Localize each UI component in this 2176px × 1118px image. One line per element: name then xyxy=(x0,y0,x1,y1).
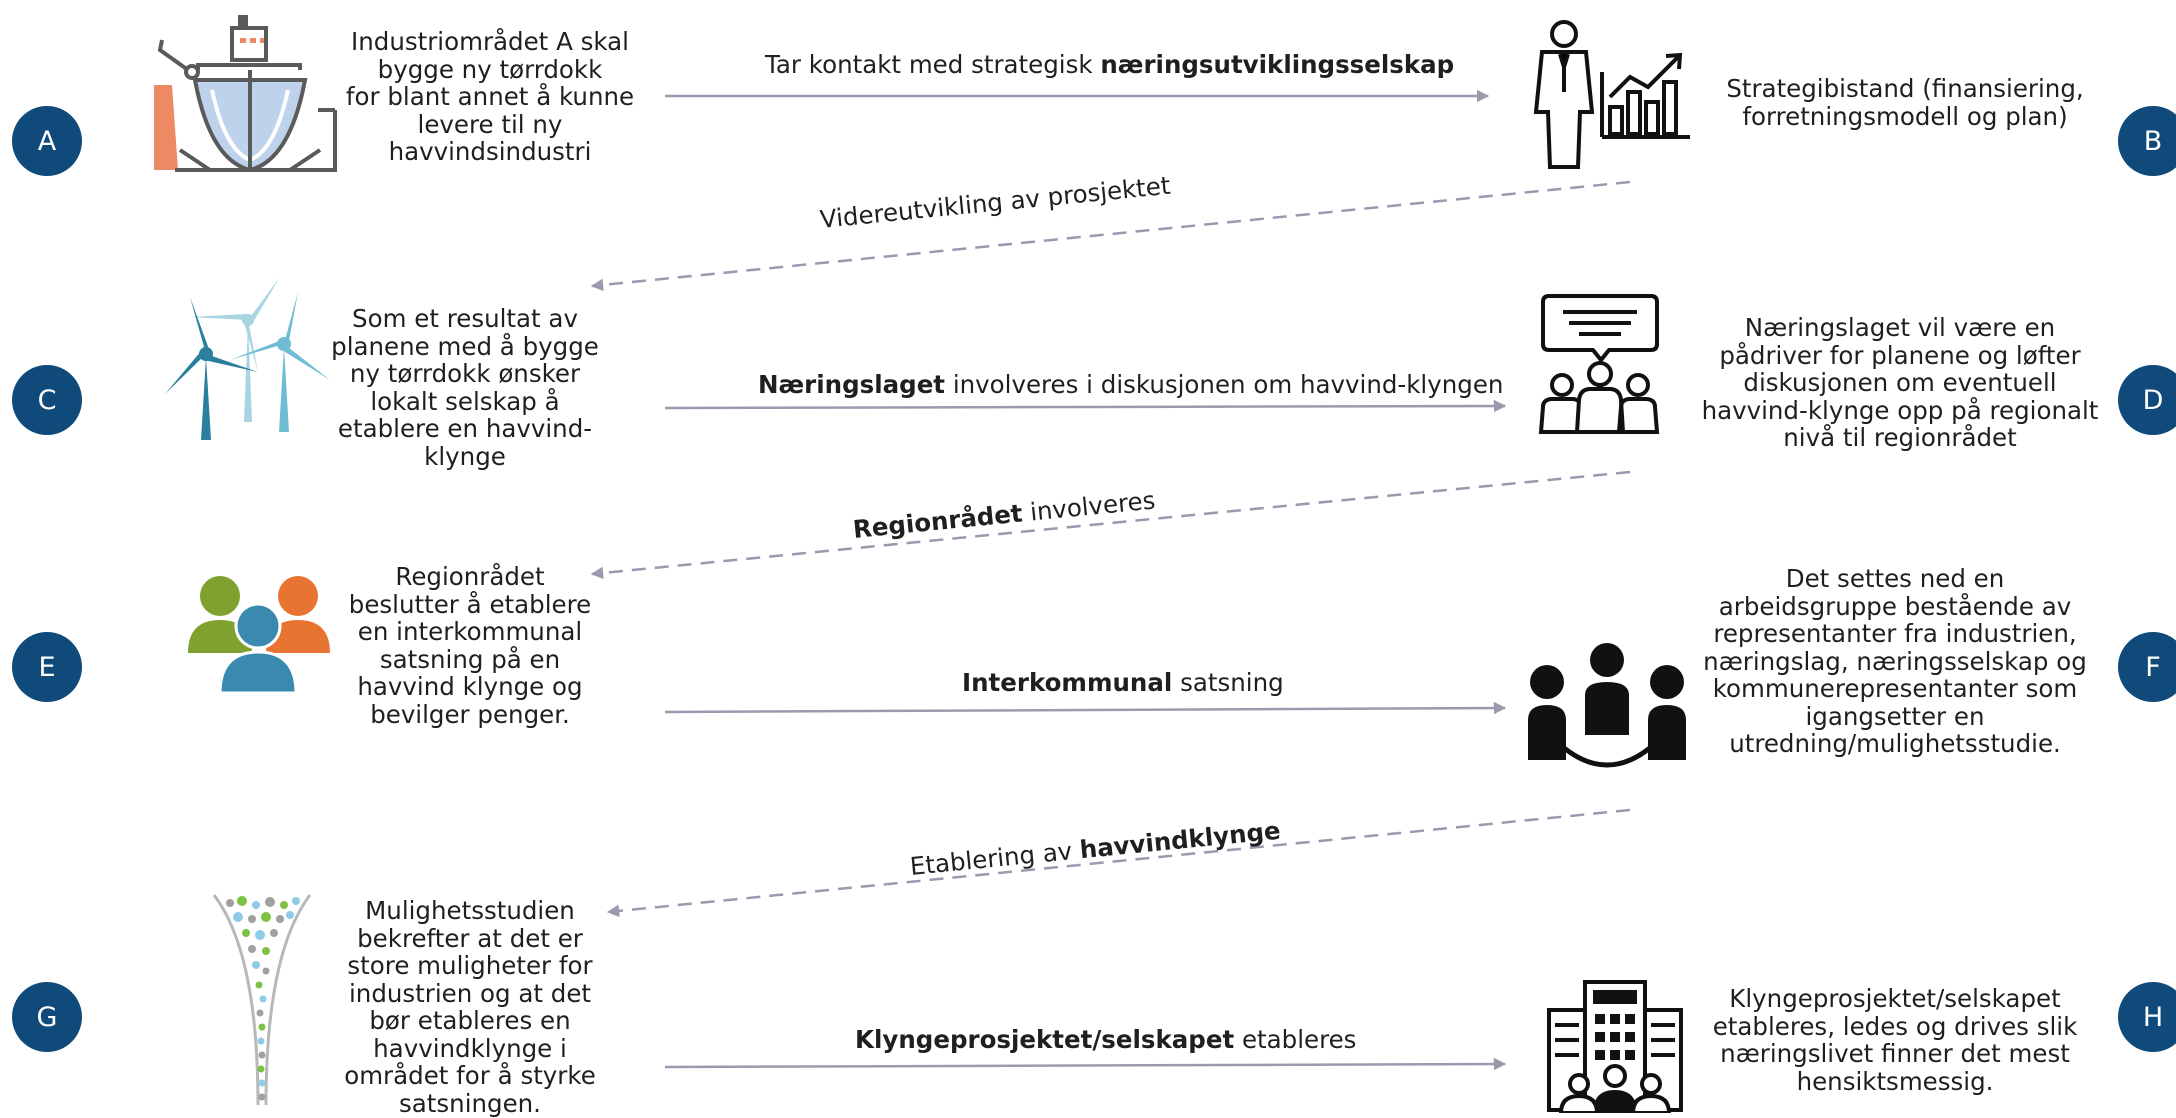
arrow-c-to-d xyxy=(664,399,1507,413)
funnel-dots-icon xyxy=(212,894,312,1106)
arrow-label-e-f: Interkommunal satsning xyxy=(962,668,1284,697)
step-f-line: kommunerepresentanter som xyxy=(1712,674,2078,703)
step-e-line: havvind klynge og xyxy=(357,672,583,701)
arrow-label-text: Tar kontakt med strategisk xyxy=(765,50,1101,79)
step-e-line: en interkommunal xyxy=(357,617,583,646)
step-h-line: Klyngeprosjektet/selskapet xyxy=(1729,984,2061,1013)
step-g-line: havvindklynge i xyxy=(373,1033,567,1063)
step-a-badge: A xyxy=(12,106,82,176)
arrow-b-to-c xyxy=(590,180,1631,292)
ship-drydock-icon xyxy=(154,15,337,173)
step-g-line: industrien og at det xyxy=(348,978,592,1008)
arrow-g-to-h xyxy=(664,1057,1507,1071)
step-b-badge: B xyxy=(2118,106,2176,176)
step-g-line: store muligheter for xyxy=(347,951,593,980)
step-d-text: Næringslaget vil være en pådriver for pl… xyxy=(1690,314,2110,452)
step-e-line: beslutter å etablere xyxy=(348,589,592,619)
step-e-line: Regionrådet xyxy=(395,562,545,591)
step-c-line: lokalt selskap å xyxy=(370,386,560,416)
step-b-line: Strategibistand (finansiering, xyxy=(1726,74,2084,103)
step-f-line: utredning/mulighetsstudie. xyxy=(1729,729,2061,758)
arrow-label-c-d: Næringslaget involveres i diskusjonen om… xyxy=(758,370,1503,399)
arrow-label-a-b: Tar kontakt med strategisk næringsutvikl… xyxy=(765,50,1454,79)
team-meeting-icon xyxy=(1528,643,1686,768)
step-g-text: Mulighetsstudien bekrefter at det er sto… xyxy=(330,897,610,1117)
step-f-line: representanter fra industrien, xyxy=(1713,619,2077,648)
step-h-badge: H xyxy=(2118,982,2176,1052)
arrow-label-bold: Næringslaget xyxy=(758,370,946,399)
step-e-line: bevilger penger. xyxy=(370,699,570,729)
step-c-line: Som et resultat av xyxy=(352,304,578,333)
step-a-line: havvindsindustri xyxy=(388,137,592,166)
step-h-line: hensiktsmessig. xyxy=(1796,1066,1994,1096)
step-h-line: næringslivet finner det mest xyxy=(1720,1039,2070,1068)
step-f-line: Det settes ned en xyxy=(1785,564,2005,593)
step-f-line: igangsetter en xyxy=(1805,701,1985,731)
arrow-d-to-e xyxy=(590,470,1631,580)
step-f-line: arbeidsgruppe bestående av xyxy=(1718,591,2072,621)
arrow-label-text: etableres xyxy=(1234,1025,1357,1054)
people-group-icon xyxy=(188,576,330,695)
step-f-line: næringslag, næringsselskap og xyxy=(1703,646,2087,676)
step-c-line: etablere en havvind- xyxy=(337,414,593,443)
step-a-line: for blant annet å kunne xyxy=(345,82,635,111)
step-f-text: Det settes ned en arbeidsgruppe beståend… xyxy=(1690,565,2100,758)
step-g-line: bør etableres en xyxy=(369,1006,571,1035)
step-b-line: forretningsmodell og plan) xyxy=(1742,101,2068,131)
step-a-text: Industriområdet A skal bygge ny tørrdokk… xyxy=(320,28,660,166)
wind-turbines-icon xyxy=(165,277,330,440)
arrow-e-to-f xyxy=(664,701,1507,715)
arrow-label-text: involveres i diskusjonen om havvind-klyn… xyxy=(945,370,1504,399)
step-h-text: Klyngeprosjektet/selskapet etableres, le… xyxy=(1710,985,2080,1095)
step-f-badge: F xyxy=(2118,632,2176,702)
step-e-text: Regionrådet beslutter å etablere en inte… xyxy=(320,563,620,728)
arrow-label-text: satsning xyxy=(1172,668,1284,697)
step-a-line: Industriområdet A skal xyxy=(351,27,629,56)
step-g-line: Mulighetsstudien xyxy=(365,896,575,925)
step-d-line: Næringslaget vil være en xyxy=(1744,313,2056,342)
step-a-line: bygge ny tørrdokk xyxy=(377,54,603,84)
step-e-line: satsning på en xyxy=(379,644,561,674)
office-building-icon xyxy=(1547,980,1683,1113)
businessman-chart-icon xyxy=(1533,20,1690,169)
step-e-badge: E xyxy=(12,632,82,702)
step-a-line: levere til ny xyxy=(417,109,563,139)
step-g-line: satsningen. xyxy=(399,1088,541,1118)
step-g-badge: G xyxy=(12,982,82,1052)
step-d-line: diskusjonen om eventuell xyxy=(1743,368,2057,397)
step-d-line: nivå til regionrådet xyxy=(1783,423,2017,452)
step-h-line: etableres, ledes og drives slik xyxy=(1712,1011,2078,1041)
arrow-label-g-h: Klyngeprosjektet/selskapet etableres xyxy=(855,1025,1356,1054)
step-d-badge: D xyxy=(2118,365,2176,435)
step-g-line: bekrefter at det er xyxy=(357,923,583,953)
arrow-label-bold: næringsutviklingsselskap xyxy=(1100,50,1455,79)
arrow-f-to-g xyxy=(606,808,1631,918)
step-b-text: Strategibistand (finansiering, forretnin… xyxy=(1700,75,2110,130)
step-d-line: pådriver for planene og løfter xyxy=(1719,340,2081,370)
step-c-line: ny tørrdokk ønsker xyxy=(349,359,581,388)
arrow-label-bold: Interkommunal xyxy=(962,668,1173,697)
step-c-line: klynge xyxy=(424,441,506,471)
step-c-line: planene med å bygge xyxy=(331,331,599,361)
arrow-label-bold: Klyngeprosjektet/selskapet xyxy=(855,1025,1235,1054)
step-c-badge: C xyxy=(12,365,82,435)
step-c-text: Som et resultat av planene med å bygge n… xyxy=(320,305,610,470)
discussion-group-icon xyxy=(1538,294,1660,434)
step-g-line: området for å styrke xyxy=(344,1061,596,1090)
step-d-line: havvind-klynge opp på regionalt xyxy=(1701,395,2099,425)
